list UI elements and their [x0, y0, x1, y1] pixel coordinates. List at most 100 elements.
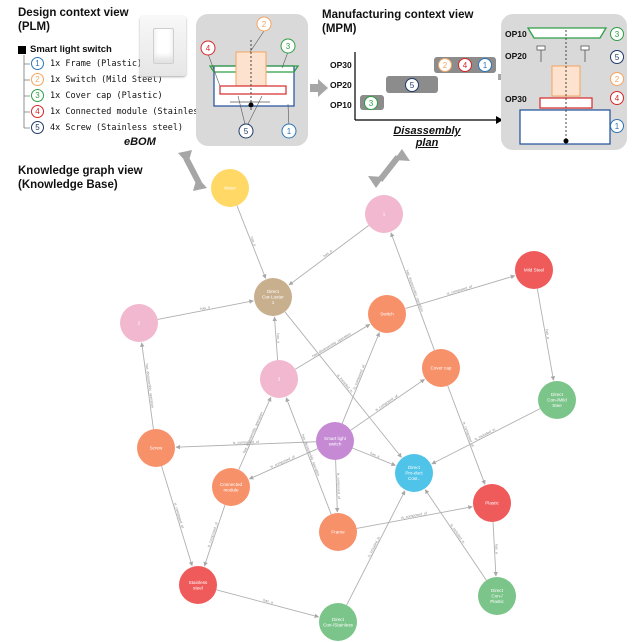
graph-edge — [295, 323, 371, 370]
graph-node-dcstain[interactable] — [319, 603, 357, 641]
graph-node-dc1[interactable] — [254, 278, 292, 316]
graph-node-water[interactable] — [211, 169, 249, 207]
edge-label: has_a — [494, 544, 499, 554]
graph-edge — [431, 408, 541, 465]
graph-node-label: Switch — [380, 312, 394, 317]
edge-label: is_composed_of — [446, 285, 472, 296]
graph-edge — [248, 448, 318, 480]
graph-edge — [350, 378, 425, 431]
edge-label: is_composed_of — [207, 522, 219, 548]
graph-node-stainless[interactable] — [179, 566, 217, 604]
edge-label: is_included_in — [474, 428, 496, 442]
legend-heading: Smart light switch — [18, 44, 112, 55]
graph-node-two[interactable] — [120, 304, 158, 342]
edge-label: is_composed_of — [270, 455, 296, 469]
edge-label: is_included_in — [336, 373, 353, 393]
graph-node-frame[interactable] — [319, 513, 357, 551]
manufacturing-context-title: Manufacturing context view (MPM) — [322, 8, 473, 36]
legend-item-text: 4x Screw (Stainless steel) — [50, 122, 184, 133]
graph-edge — [492, 521, 498, 577]
mpm-title-line1: Manufacturing context view — [322, 9, 474, 21]
graph-edge — [346, 490, 406, 606]
graph-node-screw[interactable] — [137, 429, 175, 467]
graph-node-label: 3 — [278, 377, 281, 382]
graph-node-label: 1 — [383, 212, 386, 217]
svg-text:2: 2 — [262, 20, 267, 29]
graph-node-mild[interactable] — [515, 251, 553, 289]
graph-node-label: Plastic — [485, 501, 499, 506]
graph-edge — [405, 274, 516, 309]
graph-edge — [284, 311, 402, 458]
graph-node-connmod[interactable] — [212, 468, 250, 506]
edge-label: has_a — [276, 333, 281, 343]
graph-node-dcplastic[interactable] — [478, 577, 516, 615]
light-switch-photo — [140, 16, 186, 76]
edge-label: is_composed_of — [233, 440, 259, 445]
edge-label: is_included_in — [367, 536, 381, 558]
graph-edge — [203, 504, 226, 567]
graph-edge — [390, 232, 435, 351]
graph-node-switch[interactable] — [368, 295, 406, 333]
graph-node-cover[interactable] — [422, 349, 460, 387]
right-op30-label: OP30 — [505, 94, 527, 104]
svg-text:4: 4 — [463, 61, 468, 70]
kg-title-line2: (Knowledge Base) — [18, 179, 118, 191]
graph-edge — [285, 397, 332, 515]
graph-edge — [334, 459, 340, 513]
part-number-badge: 4 — [31, 105, 44, 118]
graph-edge — [157, 299, 254, 320]
graph-node-label: Screw — [150, 446, 163, 451]
graph-node-label: Water — [224, 186, 237, 191]
design-title-line2: (PLM) — [18, 21, 50, 33]
graph-node-label: Cover cap — [431, 366, 452, 371]
edge-label: is_included_in — [449, 523, 465, 544]
graph-node-smart[interactable] — [316, 422, 354, 460]
graph-edge — [272, 316, 279, 361]
graph-node-plastic[interactable] — [473, 484, 511, 522]
legend-item-text: 1x Connected module (Stainless steel) — [50, 106, 240, 117]
graph-edge — [341, 332, 380, 424]
graph-node-three[interactable] — [260, 360, 298, 398]
mpm-title-line2: (MPM) — [322, 23, 357, 35]
edge-label: has_a — [369, 451, 380, 458]
svg-text:3: 3 — [286, 42, 291, 51]
graph-edge — [238, 396, 272, 470]
svg-text:2: 2 — [615, 75, 620, 84]
ebom-label: eBOM — [124, 136, 156, 148]
svg-text:2: 2 — [443, 61, 448, 70]
graph-node-label: Mild Steel — [524, 268, 544, 273]
graph-node-label: Frame — [331, 530, 345, 535]
graph-node-one[interactable] — [365, 195, 403, 233]
part-number-badge: 2 — [31, 73, 44, 86]
svg-text:1: 1 — [615, 122, 620, 131]
op30-label: OP30 — [330, 60, 352, 70]
graph-edge — [424, 489, 487, 581]
graph-edge — [161, 466, 194, 567]
svg-text:1: 1 — [483, 61, 488, 70]
graph-node-dpcost[interactable] — [395, 454, 433, 492]
design-title-line1: Design context view — [18, 7, 129, 19]
disassembly-plan-label: Disassembly plan — [393, 125, 461, 149]
graph-node-dcmild[interactable] — [538, 381, 576, 419]
graph-edge — [356, 505, 473, 529]
edge-label: is_composed_of — [173, 502, 184, 528]
legend-item-text: 1x Cover cap (Plastic) — [50, 90, 163, 101]
edge-label: has_a — [200, 305, 210, 311]
part-number-badge: 1 — [31, 57, 44, 70]
graph-node-label: 2 — [138, 321, 141, 326]
